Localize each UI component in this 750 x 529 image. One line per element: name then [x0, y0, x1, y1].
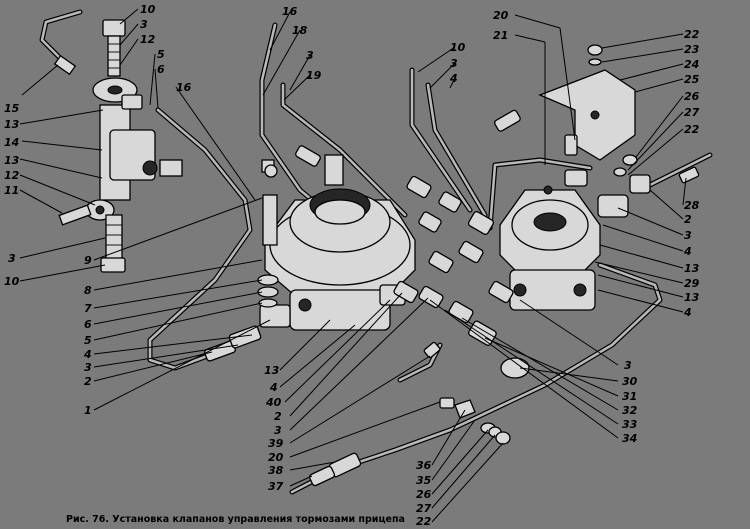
callout: 13: [684, 262, 700, 275]
callout: 10: [450, 41, 466, 54]
callout: 11: [4, 184, 19, 197]
callout: 36: [416, 459, 432, 472]
callout: 18: [292, 24, 308, 37]
callout: 3: [684, 229, 692, 242]
callout: 34: [622, 432, 637, 445]
callout-labels: 15 13 14 13 12 11 3 10 10 3 12 5 6 16 9 …: [4, 3, 700, 528]
callout: 27: [416, 502, 432, 515]
callout: 8: [84, 284, 92, 297]
leader-lines: [19, 8, 687, 523]
callout: 10: [140, 3, 156, 16]
callout: 13: [684, 291, 700, 304]
callout: 39: [268, 437, 284, 450]
callout: 25: [684, 73, 700, 86]
callout: 4: [449, 72, 458, 85]
callout: 37: [268, 480, 284, 493]
callout: 31: [622, 390, 637, 403]
callout: 4: [683, 306, 692, 319]
callout: 7: [84, 302, 92, 315]
left-valve-assembly: [53, 19, 183, 273]
right-valve: [499, 174, 651, 311]
callout: 3: [84, 361, 92, 374]
callout: 30: [622, 375, 638, 388]
callout: 33: [622, 418, 638, 431]
callout: 4: [83, 348, 92, 361]
callout: 40: [265, 396, 282, 409]
callout: 6: [157, 63, 165, 76]
callout: 23: [684, 43, 700, 56]
callout: 27: [684, 106, 700, 119]
callout: 12: [4, 169, 20, 182]
callout: 3: [274, 424, 282, 437]
callout: 2: [274, 410, 282, 423]
callout: 16: [282, 5, 298, 18]
fittings: [204, 109, 700, 487]
callout: 2: [684, 213, 692, 226]
center-valve: [257, 154, 416, 331]
callout: 2: [84, 375, 92, 388]
callout: 4: [683, 245, 692, 258]
callout: 12: [140, 33, 156, 46]
callout: 28: [684, 199, 700, 212]
callout: 32: [622, 404, 638, 417]
bracket: [538, 44, 638, 177]
callout: 29: [684, 277, 700, 290]
callout: 21: [493, 29, 508, 42]
callout: 3: [8, 252, 16, 265]
callout: 26: [416, 488, 432, 501]
callout: 5: [157, 48, 165, 61]
callout: 19: [306, 69, 322, 82]
callout: 6: [84, 318, 92, 331]
callout: 26: [684, 90, 700, 103]
callout: 10: [4, 275, 20, 288]
pipes: [39, 9, 713, 495]
callout: 16: [176, 81, 192, 94]
callout: 13: [4, 118, 20, 131]
callout: 22: [416, 515, 432, 528]
callout: 3: [624, 359, 632, 372]
callout: 20: [268, 451, 284, 464]
callout: 22: [684, 28, 700, 41]
callout: 5: [84, 334, 92, 347]
callout: 9: [84, 254, 92, 267]
figure-caption: Рис. 76. Установка клапанов управления т…: [66, 514, 405, 525]
callout: 20: [493, 9, 509, 22]
callout: 3: [450, 57, 458, 70]
callout: 3: [306, 49, 314, 62]
callout: 38: [268, 464, 284, 477]
callout: 13: [264, 364, 280, 377]
callout: 3: [140, 18, 148, 31]
callout: 35: [416, 474, 432, 487]
callout: 14: [4, 136, 19, 149]
callout: 4: [269, 381, 278, 394]
callout: 13: [4, 154, 20, 167]
callout: 15: [4, 102, 20, 115]
callout: 1: [84, 404, 92, 417]
callout: 24: [684, 58, 699, 71]
callout: 22: [684, 123, 700, 136]
